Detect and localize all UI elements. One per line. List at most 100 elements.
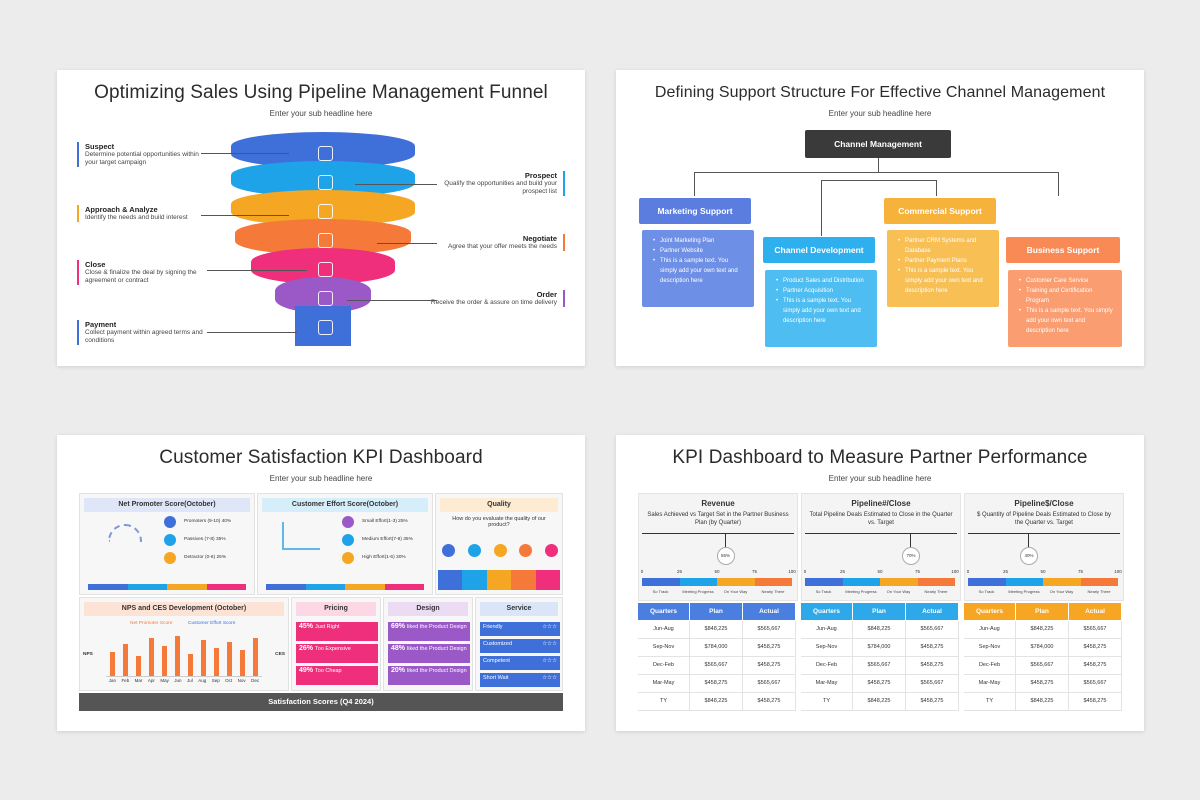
nps-item: Detractor (0-6) 25% (184, 555, 227, 560)
table-cell: TY (638, 693, 690, 711)
table-cell: Dec-Feb (638, 657, 690, 675)
panel-pricing[interactable]: Pricing 45%Just Right 26%Too Expensive 4… (291, 597, 381, 691)
nps-item: Promoters (9-10) 40% (184, 519, 232, 524)
face-bad-icon[interactable] (467, 544, 481, 557)
slide-channel-management[interactable]: Defining Support Structure For Effective… (616, 70, 1144, 366)
stage-desc: Agree that your offer meets the needs (447, 243, 557, 250)
star-rating-icon[interactable]: ☆☆☆ (542, 675, 557, 681)
gauge-marker (724, 533, 726, 547)
org-node-commercial[interactable]: Commercial Support (884, 198, 996, 224)
panel-nps-ces-development[interactable]: NPS and CES Development (October) Net Pr… (79, 597, 289, 691)
connector (201, 153, 289, 154)
table-cell: $565,667 (1069, 675, 1122, 693)
pricing-row: 49%Too Cheap (296, 666, 378, 685)
star-rating-icon[interactable]: ☆☆☆ (542, 641, 557, 647)
org-root[interactable]: Channel Management (805, 130, 951, 158)
box-icon (318, 291, 333, 306)
kpi-column[interactable]: Pipeline$/Close$ Quantity of Pipeline De… (964, 493, 1124, 713)
table-cell: $848,225 (1016, 621, 1069, 639)
gauge-legend-label: So Track (978, 589, 995, 594)
connector (936, 180, 937, 196)
nps-bar (227, 642, 232, 676)
effort-icon (342, 534, 354, 546)
quality-bar (438, 570, 561, 590)
face-neutral-icon[interactable] (493, 544, 507, 557)
month-label: May (160, 678, 169, 683)
table-header-cell: Quarters (964, 603, 1015, 620)
panel-nps[interactable]: Net Promoter Score(October) Promoters (9… (79, 493, 255, 595)
face-good-icon[interactable] (519, 544, 533, 557)
slide-subtitle: Enter your sub headline here (828, 474, 932, 483)
month-label: Nov (237, 678, 246, 683)
slide-csat-dashboard[interactable]: Customer Satisfaction KPI Dashboard Ente… (57, 435, 585, 731)
org-node-marketing[interactable]: Marketing Support (639, 198, 751, 224)
table-cell: $458,275 (743, 693, 796, 711)
effort-icon (342, 552, 354, 564)
table-cell: $565,667 (743, 621, 796, 639)
nps-item: Passives (7-8) 35% (184, 537, 226, 542)
table-cell: $565,667 (743, 675, 796, 693)
gauge-tick-label: 50 (1040, 569, 1046, 574)
table-cell: Dec-Feb (964, 657, 1016, 675)
month-label: Mar (134, 678, 143, 683)
table-cell: $565,667 (690, 657, 743, 675)
connector (347, 300, 437, 301)
kpi-title: Revenue (701, 499, 735, 508)
org-item: This is a sample text. You simply add yo… (1019, 306, 1114, 336)
table-cell: $565,667 (906, 675, 959, 693)
table-cell: $458,275 (1069, 657, 1122, 675)
slide-partner-kpi[interactable]: KPI Dashboard to Measure Partner Perform… (616, 435, 1144, 731)
star-rating-icon[interactable]: ☆☆☆ (542, 658, 557, 664)
face-very-bad-icon[interactable] (442, 544, 455, 557)
panel-service[interactable]: Service Friendly☆☆☆ Customized☆☆☆ Compet… (475, 597, 563, 691)
connector (377, 243, 437, 244)
gauge-legend-label: Nearly There (924, 589, 948, 594)
org-node-commercial-body: Partner CRM Systems and Database Partner… (887, 230, 999, 307)
ces-item: Medium Effort(7-8) 35% (362, 537, 413, 542)
user-search-icon (318, 146, 333, 161)
legend-nps: Net Promoter Score (130, 621, 173, 626)
table-cell: $565,667 (853, 657, 906, 675)
connector (694, 172, 695, 196)
month-label: Sep (211, 678, 220, 683)
gauge-tick-label: 50 (714, 569, 720, 574)
org-item: Partner Payment Plans (898, 256, 991, 266)
slide-pipeline-funnel[interactable]: Optimizing Sales Using Pipeline Manageme… (57, 70, 585, 366)
table-cell: TY (801, 693, 853, 711)
footer-bar: Satisfaction Scores (Q4 2024) (79, 693, 563, 711)
gauge-track (968, 533, 1120, 534)
design-pct: 69% (391, 623, 406, 630)
scale-bar (266, 584, 424, 590)
org-node-channel[interactable]: Channel Development (763, 237, 875, 263)
ces-item: Small Effort(1-3) 25% (362, 519, 408, 524)
pricing-pct: 26% (299, 645, 314, 652)
connector (1058, 172, 1059, 196)
nps-bar (201, 640, 206, 676)
gauge-tick-label: 100 (951, 569, 959, 574)
month-label: Oct (225, 678, 233, 683)
nps-bar (123, 644, 128, 676)
gauge-tick-label: 100 (1114, 569, 1122, 574)
month-label: Dec (251, 678, 260, 683)
panel-design[interactable]: Design 69%liked the Product Design 48%li… (383, 597, 473, 691)
legend-ces: Customer Effort Score (188, 621, 236, 626)
table-cell: $565,667 (1016, 657, 1069, 675)
face-very-good-icon[interactable] (545, 544, 558, 557)
table-cell: Sep-Nov (638, 639, 690, 657)
table-cell: Mar-May (638, 675, 690, 693)
connector (355, 184, 437, 185)
design-row: 69%liked the Product Design (388, 622, 470, 641)
face-icon (164, 552, 176, 564)
gauge-legend-label: On Your Way (886, 589, 911, 594)
service-row: Competent☆☆☆ (480, 656, 560, 670)
month-label: Aug (198, 678, 207, 683)
panel-ces[interactable]: Customer Effort Score(October) Small Eff… (257, 493, 433, 595)
stage-payment: Payment Collect payment within agreed te… (77, 320, 209, 345)
panel-quality[interactable]: Quality How do you evaluate the quality … (435, 493, 563, 595)
connector (821, 180, 936, 181)
org-node-business[interactable]: Business Support (1006, 237, 1120, 263)
star-rating-icon[interactable]: ☆☆☆ (542, 624, 557, 630)
gauge-legend-label: On Your Way (1049, 589, 1074, 594)
